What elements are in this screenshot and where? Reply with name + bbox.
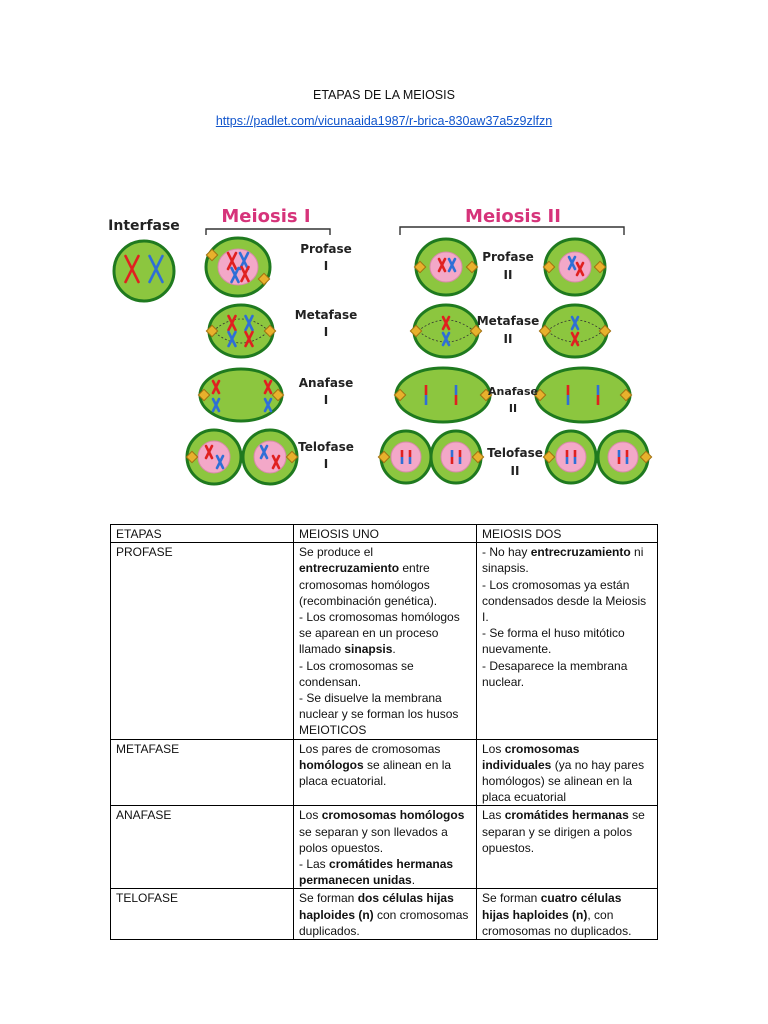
cell-text: - No hay — [482, 545, 531, 559]
cell — [200, 369, 282, 421]
nucleus — [254, 441, 286, 473]
stage-label: Anafase — [299, 376, 354, 390]
cell — [543, 305, 607, 357]
cell-text: - Los cromosomas se condensan. — [299, 659, 414, 689]
bold-term: sinapsis — [344, 642, 392, 656]
stage-cell: PROFASE — [111, 543, 294, 739]
stage-numeral: I — [324, 325, 328, 339]
cell-text: Los pares de cromosomas — [299, 742, 440, 756]
cell-text: Se forman — [299, 891, 358, 905]
bold-term: entrecruzamiento — [299, 561, 399, 575]
cell — [209, 305, 273, 357]
meiosis-uno-cell: Los pares de cromosomas homólogos se ali… — [294, 739, 477, 806]
header-cell: MEIOSIS DOS — [477, 525, 658, 543]
stage-cell: TELOFASE — [111, 889, 294, 940]
stage-label: Profase — [482, 250, 534, 264]
nucleus — [608, 442, 638, 472]
cell — [536, 368, 630, 422]
bold-term: cromosomas homólogos — [322, 808, 465, 822]
stage-label: Metafase — [477, 314, 540, 328]
meiosis-uno-cell: Se forman dos células hijas haploides (n… — [294, 889, 477, 940]
cell-text: . — [392, 642, 395, 656]
cell — [114, 241, 174, 301]
stage-label: Telofase — [298, 440, 354, 454]
stage-numeral: II — [511, 464, 520, 478]
nucleus — [391, 442, 421, 472]
bold-term: entrecruzamiento — [531, 545, 631, 559]
stage-label: Metafase — [295, 308, 358, 322]
meiosis-dos-cell: Las cromátides hermanas se separan y se … — [477, 806, 658, 889]
nucleus — [441, 442, 471, 472]
cell-text: Los — [299, 808, 322, 822]
cell — [414, 305, 478, 357]
stage-label: Profase — [300, 242, 352, 256]
stage-label: Telofase — [487, 446, 543, 460]
cell-text: Los — [482, 742, 505, 756]
cell-text: - Las — [299, 857, 329, 871]
meiosis-1-bracket — [206, 229, 330, 235]
stage-cell: ANAFASE — [111, 806, 294, 889]
meiosis-2-bracket — [400, 227, 624, 235]
cell-text: Se forman — [482, 891, 541, 905]
padlet-link-line: https://padlet.com/vicunaaida1987/r-bric… — [0, 114, 768, 128]
stage-cell: METAFASE — [111, 739, 294, 806]
meiosis-dos-cell: Se forman cuatro células hijas haploides… — [477, 889, 658, 940]
bold-term: homólogos — [299, 758, 364, 772]
cell — [396, 368, 490, 422]
header-cell: MEIOSIS UNO — [294, 525, 477, 543]
cell-text: - Se forma el huso mitótico nuevamente. — [482, 626, 625, 656]
stage-numeral: I — [324, 457, 328, 471]
cell-text: . — [412, 873, 415, 887]
meiosis-2-title: Meiosis II — [465, 206, 561, 227]
document-title: ETAPAS DE LA MEIOSIS — [0, 88, 768, 102]
cell-text: Se produce el — [299, 545, 373, 559]
interfase-label: Interfase — [108, 218, 180, 234]
meiosis-table: ETAPASMEIOSIS UNOMEIOSIS DOSPROFASESe pr… — [110, 524, 658, 940]
table-header-row: ETAPASMEIOSIS UNOMEIOSIS DOS — [111, 525, 658, 543]
stage-label: Anafase — [488, 385, 538, 398]
nucleus — [430, 252, 462, 282]
stage-numeral: II — [509, 402, 517, 415]
stage-numeral: II — [504, 268, 513, 282]
stage-numeral: II — [504, 332, 513, 346]
header-cell: ETAPAS — [111, 525, 294, 543]
meiosis-dos-cell: Los cromosomas individuales (ya no hay p… — [477, 739, 658, 806]
meiosis-uno-cell: Los cromosomas homólogos se separan y so… — [294, 806, 477, 889]
cell-text: se separan y son llevados a polos opuest… — [299, 825, 448, 855]
bold-term: cromátides hermanas — [505, 808, 629, 822]
meiosis-dos-cell: - No hay entrecruzamiento ni sinapsis.- … — [477, 543, 658, 739]
cell-text: - Los cromosomas ya están condensados de… — [482, 578, 646, 624]
nucleus — [556, 442, 586, 472]
nucleus — [198, 441, 230, 473]
cell-text: - Se disuelve la membrana nuclear y se f… — [299, 691, 458, 737]
cell-text: Las — [482, 808, 505, 822]
stage-numeral: I — [324, 393, 328, 407]
stage-numeral: I — [324, 259, 328, 273]
padlet-link[interactable]: https://padlet.com/vicunaaida1987/r-bric… — [216, 114, 552, 128]
meiosis-uno-cell: Se produce el entrecruzamiento entre cro… — [294, 543, 477, 739]
meiosis-1-title: Meiosis I — [221, 206, 310, 227]
cell-text: - Desaparece la membrana nuclear. — [482, 659, 627, 689]
